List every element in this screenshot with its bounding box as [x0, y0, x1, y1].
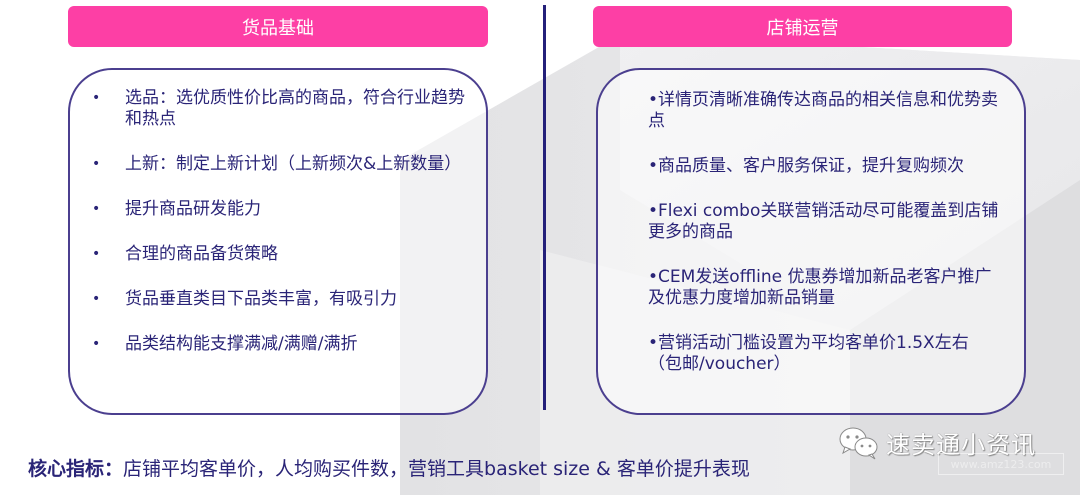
- watermark-text: 速卖通小资讯: [886, 431, 1036, 459]
- list-item: • 上新：制定上新计划（上新频次&上新数量）: [92, 154, 466, 175]
- list-item-text: 品类结构能支撑满减/满赠/满折: [125, 334, 358, 354]
- store-operations-list: •详情页清晰准确传达商品的相关信息和优势卖点 •商品质量、客户服务保证，提升复购…: [648, 90, 1000, 399]
- list-item: • 合理的商品备货策略: [92, 244, 466, 265]
- bullet-icon: •: [92, 201, 101, 217]
- list-item: • 货品垂直类目下品类丰富，有吸引力: [92, 289, 466, 310]
- bullet-icon: •: [92, 90, 101, 106]
- list-item-text: 上新：制定上新计划（上新频次&上新数量）: [125, 154, 462, 174]
- list-item: • 选品：选优质性价比高的商品，符合行业趋势和热点: [92, 88, 466, 130]
- list-item: •Flexi combo关联营销活动尽可能覆盖到店铺更多的商品: [648, 201, 999, 242]
- list-item-text: 提升商品研发能力: [125, 199, 261, 219]
- goods-foundation-list: • 选品：选优质性价比高的商品，符合行业趋势和热点 • 上新：制定上新计划（上新…: [92, 88, 466, 379]
- bullet-icon: •: [92, 156, 101, 172]
- key-metrics-text: 店铺平均客单价，人均购买件数，营销工具basket size & 客单价提升表现: [123, 458, 750, 480]
- header-store-operations-label: 店铺运营: [766, 17, 839, 39]
- goods-foundation-panel: • 选品：选优质性价比高的商品，符合行业趋势和热点 • 上新：制定上新计划（上新…: [68, 68, 488, 415]
- bullet-icon: •: [92, 291, 101, 307]
- list-item: •商品质量、客户服务保证，提升复购频次: [648, 156, 965, 176]
- list-item: •CEM发送offline 优惠券增加新品老客户推广及优惠力度增加新品销量: [648, 267, 992, 308]
- list-item-text: 合理的商品备货策略: [125, 244, 278, 264]
- header-store-operations: 店铺运营: [593, 6, 1012, 47]
- header-goods-foundation-label: 货品基础: [242, 17, 314, 39]
- list-item-text: 选品：选优质性价比高的商品，符合行业趋势和热点: [125, 88, 465, 129]
- key-metrics: 核心指标：店铺平均客单价，人均购买件数，营销工具basket size & 客单…: [28, 456, 750, 482]
- list-item: • 提升商品研发能力: [92, 199, 466, 220]
- watermark: 速卖通小资讯 www.amz123.com: [838, 425, 1064, 475]
- key-metrics-label: 核心指标：: [28, 458, 124, 480]
- wechat-icon: [839, 427, 878, 459]
- list-item-text: 货品垂直类目下品类丰富，有吸引力: [125, 289, 397, 309]
- list-item: •营销活动门槛设置为平均客单价1.5X左右（包邮/voucher）: [648, 333, 969, 374]
- header-goods-foundation: 货品基础: [68, 6, 488, 47]
- list-item: •详情页清晰准确传达商品的相关信息和优势卖点: [648, 90, 999, 131]
- store-operations-panel: •详情页清晰准确传达商品的相关信息和优势卖点 •商品质量、客户服务保证，提升复购…: [596, 68, 1026, 415]
- bullet-icon: •: [92, 246, 101, 262]
- bullet-icon: •: [92, 336, 101, 352]
- watermark-url: www.amz123.com: [938, 453, 1064, 475]
- list-item: • 品类结构能支撑满减/满赠/满折: [92, 334, 466, 355]
- vertical-divider: [543, 5, 546, 410]
